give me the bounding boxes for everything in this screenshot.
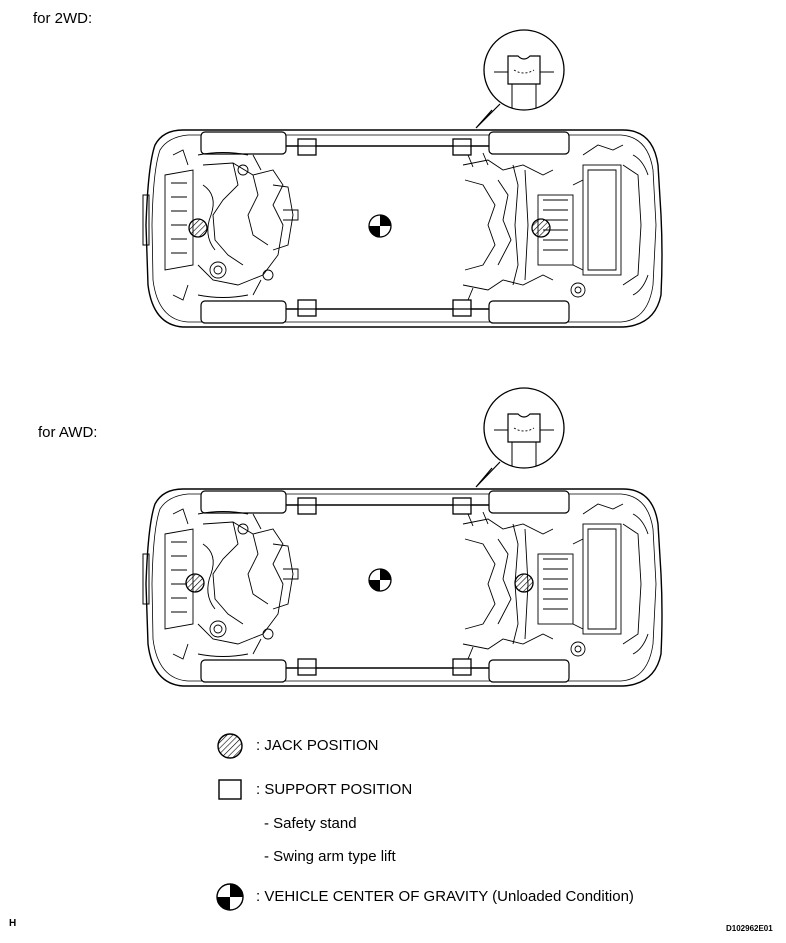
callout-leader-awd	[475, 461, 501, 488]
legend-swing-arm: - Swing arm type lift	[264, 848, 396, 865]
figure-code: D102962E01	[726, 924, 773, 933]
car-underbody-2wd	[142, 129, 663, 328]
jack-position-rear-awd	[514, 573, 534, 593]
center-of-gravity-2wd	[368, 214, 392, 238]
section-label-2wd: for 2WD:	[33, 10, 93, 27]
support-detail-callout-awd	[483, 387, 565, 469]
jack-position-front-awd	[185, 573, 205, 593]
legend-center-of-gravity: : VEHICLE CENTER OF GRAVITY (Unloaded Co…	[256, 888, 634, 905]
section-label-awd: for AWD:	[38, 424, 98, 441]
page-mark: H	[9, 918, 17, 929]
center-of-gravity-awd	[368, 568, 392, 592]
hatched-circle-icon	[217, 733, 243, 759]
car-underbody-awd	[142, 488, 663, 687]
square-icon	[218, 779, 242, 800]
callout-leader-2wd	[475, 103, 501, 129]
legend-safety-stand: - Safety stand	[264, 815, 357, 832]
diagram-2wd	[142, 29, 663, 328]
support-detail-callout-2wd	[483, 29, 565, 111]
legend-support-position: : SUPPORT POSITION	[256, 781, 413, 798]
quartered-circle-icon	[216, 883, 244, 911]
diagram-awd	[142, 387, 663, 687]
legend-jack-position: : JACK POSITION	[256, 737, 379, 754]
jack-position-rear-2wd	[531, 218, 551, 238]
jack-position-front-2wd	[188, 218, 208, 238]
